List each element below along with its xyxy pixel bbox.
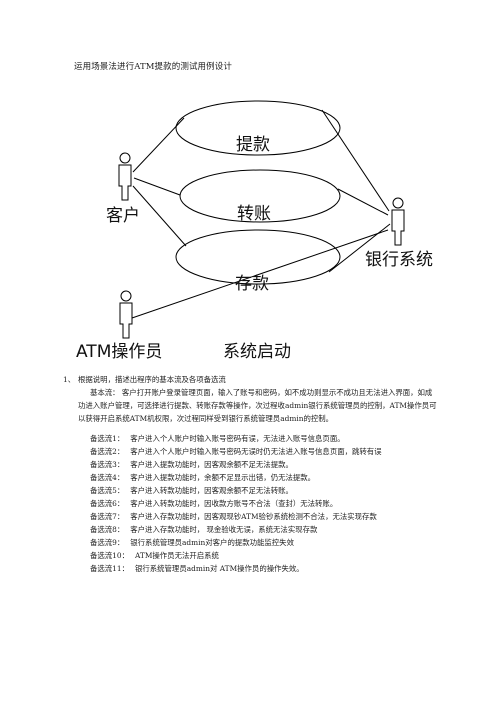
section-heading: 根据说明，描述出程序的基本流及各项备选流 (78, 375, 226, 384)
page-title: 运用场景法进行ATM提款的测试用例设计 (74, 62, 232, 72)
alternate-flow-item: 备选流2：客户进入个人账户时输入账号密码无误时仍无法进入账号信息页面，跳转有误 (90, 447, 382, 456)
alternate-flow-item: 备选流8：客户进入存款功能时， 现金验收无误，系统无法实现存款 (90, 525, 318, 534)
transfer-usecase-ellipse (179, 169, 341, 223)
alternate-flow-item: 备选流9：银行系统管理员admin对客户的提款功能监控失效 (90, 538, 294, 547)
alternate-flow-item: 备选流3：客户进入提款功能时，因客观余额不足无法提款。 (90, 460, 293, 469)
alternate-flow-item: 备选流1：客户进入个人账户时输入账号密码有误，无法进入账号信息页面。 (90, 434, 345, 443)
withdraw-bank-link (321, 109, 390, 212)
deposit-bank-link (328, 223, 391, 273)
startup-label: 系统启动 (223, 342, 291, 362)
flow-description-section: 1、 根据说明，描述出程序的基本流及各项备选流 基本流： 客户打开账户登录管理页… (63, 373, 438, 575)
customer-transfer-link (133, 177, 181, 196)
customer-deposit-link (132, 185, 187, 247)
customer-withdraw-link (132, 117, 185, 173)
alternate-flow-item: 备选流11：银行系统管理员admin对 ATM操作员的操作失效。 (90, 564, 304, 573)
transfer-bank-link (337, 188, 389, 216)
bank-label: 银行系统 (365, 250, 433, 270)
alternate-flow-item: 备选流6：客户进入转款功能时，因收款方账号不合法（查封）无法转账。 (90, 499, 338, 508)
use-case-diagram: 提款 转账 存款 系统启动 客户 银行系统 ATM操作员 (76, 100, 433, 362)
alternate-flow-item: 备选流7：客户进入存款功能时，因客观现钞ATM验钞系统检测不合法，无法实现存款 (90, 512, 377, 521)
deposit-usecase-ellipse (175, 229, 341, 285)
alternate-flow-item: 备选流10：ATM操作员无法开启系统 (90, 551, 219, 560)
customer-actor-icon (118, 152, 132, 201)
withdraw-usecase-ellipse (175, 100, 341, 156)
operator-label: ATM操作员 (76, 342, 162, 362)
bank-actor-icon (391, 197, 405, 246)
basic-flow-text: 基本流： 客户打开账户登录管理页面，输入了账号和密码，如不成功则显示不成功且无法… (78, 388, 437, 423)
section-number: 1、 (63, 375, 76, 384)
operator-actor-icon (119, 290, 133, 339)
alternate-flow-item: 备选流4：客户进入提款功能时，余额不足显示出错，仍无法提款。 (90, 473, 316, 482)
alternate-flow-list: 备选流1：客户进入个人账户时输入账号密码有误，无法进入账号信息页面。 备选流2：… (78, 432, 438, 575)
operator-startup-link (131, 229, 389, 319)
deposit-label: 存款 (235, 274, 269, 294)
customer-label: 客户 (106, 206, 140, 226)
withdraw-label: 提款 (236, 135, 270, 155)
transfer-label: 转账 (237, 204, 271, 224)
alternate-flow-item: 备选流5：客户进入转款功能时，因客观余额不足无法转账。 (90, 486, 293, 495)
